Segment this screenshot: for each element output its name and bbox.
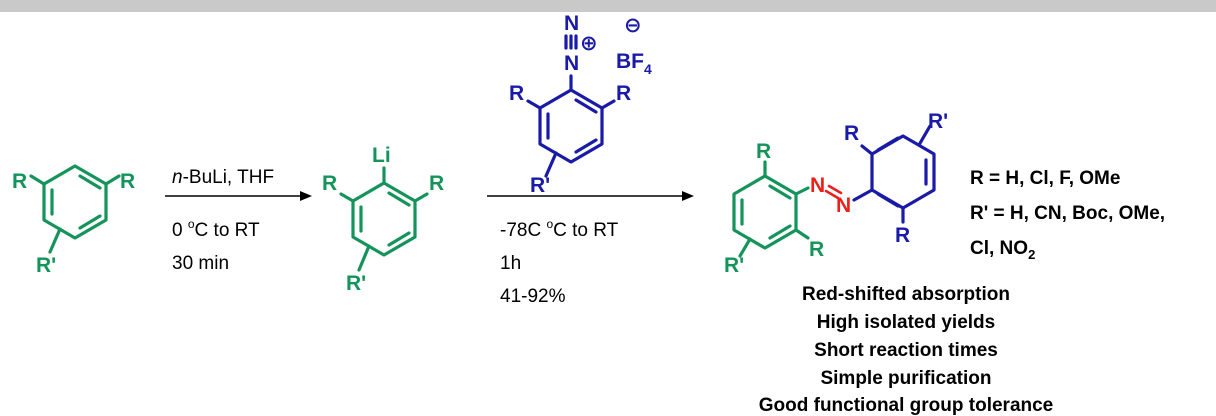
tetrafluoroborate-label: BF4	[616, 50, 652, 77]
product-green-r-bond	[794, 228, 810, 240]
top-bar	[0, 0, 1216, 12]
diazonium-r-bond	[600, 99, 616, 110]
diazonium-double-bond	[574, 138, 598, 154]
lithiated-arene-double-bond	[387, 231, 411, 247]
azobenzene-product: R R R' N N R R R'	[724, 110, 948, 277]
lithiated-arene-r-bond	[413, 192, 429, 203]
product-blue-double-bond	[876, 192, 900, 208]
diazonium-inner-n: N	[564, 52, 579, 75]
azo-double-bond	[827, 184, 843, 195]
lithiated-arene-r-bond	[339, 192, 355, 203]
step2-temperature: -78C oC to RT	[500, 217, 619, 241]
step1-temperature: 0 oC to RT	[172, 217, 260, 241]
starting-arene-r-label: R	[12, 170, 27, 193]
starting-arene-rprime-label: R'	[36, 254, 56, 277]
lithiated-arene-double-bond	[387, 191, 411, 207]
azo-n-label: N	[836, 194, 851, 217]
starting-arene-double-bond	[78, 214, 102, 230]
lithiated-arene-rprime-label: R'	[346, 272, 366, 295]
step2-arrow	[487, 191, 694, 201]
feature-item: Red-shifted absorption	[802, 284, 1010, 305]
diazonium-salt: N N ⊕ ⊖ BF4 R R R'	[509, 12, 652, 197]
product-green-r-label: R	[809, 238, 824, 261]
feature-item: Good functional group tolerance	[759, 395, 1054, 416]
product-green-double-bond	[768, 184, 792, 200]
product-green-rprime-label: R'	[724, 254, 744, 277]
tetrafluoroborate-minus-charge: ⊖	[624, 14, 642, 37]
step1-reagent: n-BuLi, THF	[172, 167, 274, 188]
azo-n-label: N	[810, 174, 825, 197]
step2-time: 1h	[500, 253, 521, 274]
diazonium-r-label: R	[616, 82, 631, 105]
starting-arene-r-label: R	[120, 170, 135, 193]
product-green-double-bond	[768, 224, 792, 240]
diazonium-r-bond	[526, 99, 542, 110]
lithiated-arene-r-label: R	[322, 172, 337, 195]
step2-yield: 41-92%	[500, 286, 566, 307]
starting-arene-r-bond	[29, 174, 46, 186]
product-blue-rprime-label: R'	[928, 110, 948, 133]
product-green-r-label: R	[756, 140, 771, 163]
diazonium-r-label: R	[509, 82, 524, 105]
product-blue-r-label: R	[844, 122, 859, 145]
diazonium-terminal-n: N	[564, 12, 579, 35]
rprime-definition-line1: R' = H, CN, Boc, OMe,	[970, 203, 1165, 224]
azo-double-bond	[824, 189, 840, 200]
step1-time: 30 min	[172, 253, 229, 274]
product-blue-r-bond	[860, 144, 874, 156]
feature-item: Simple purification	[820, 368, 991, 389]
starting-arene-rprime-bond	[48, 227, 62, 254]
product-green-cn-bond	[794, 186, 810, 196]
r-definition: R = H, Cl, F, OMe	[970, 168, 1120, 189]
feature-item: Short reaction times	[814, 340, 998, 361]
lithiated-arene-r-label: R	[429, 172, 444, 195]
starting-arene-double-bond	[78, 174, 102, 190]
starting-arene-r-bond	[104, 174, 121, 186]
diazonium-double-bond	[574, 98, 598, 114]
lithiated-arene-rprime-bond	[357, 244, 371, 272]
diazonium-rprime-bond	[544, 151, 558, 178]
starting-arene: R R R'	[12, 164, 135, 277]
diazonium-rprime-label: R'	[530, 174, 550, 197]
product-blue-cn-bond	[852, 188, 874, 202]
step1-arrow	[165, 191, 312, 201]
lithiated-arene: Li R R R'	[322, 144, 444, 295]
feature-list: Red-shifted absorption High isolated yie…	[759, 284, 1054, 416]
product-blue-r-label: R	[895, 224, 910, 247]
lithiated-arene-li-label: Li	[372, 144, 391, 167]
feature-item: High isolated yields	[817, 312, 995, 333]
product-blue-double-bond	[876, 136, 900, 152]
diazonium-plus-charge: ⊕	[580, 32, 598, 55]
product-green-rprime-bond	[738, 237, 752, 258]
product-blue-rprime-bond	[917, 124, 932, 147]
rprime-definition-line2: Cl, NO2	[970, 238, 1035, 262]
